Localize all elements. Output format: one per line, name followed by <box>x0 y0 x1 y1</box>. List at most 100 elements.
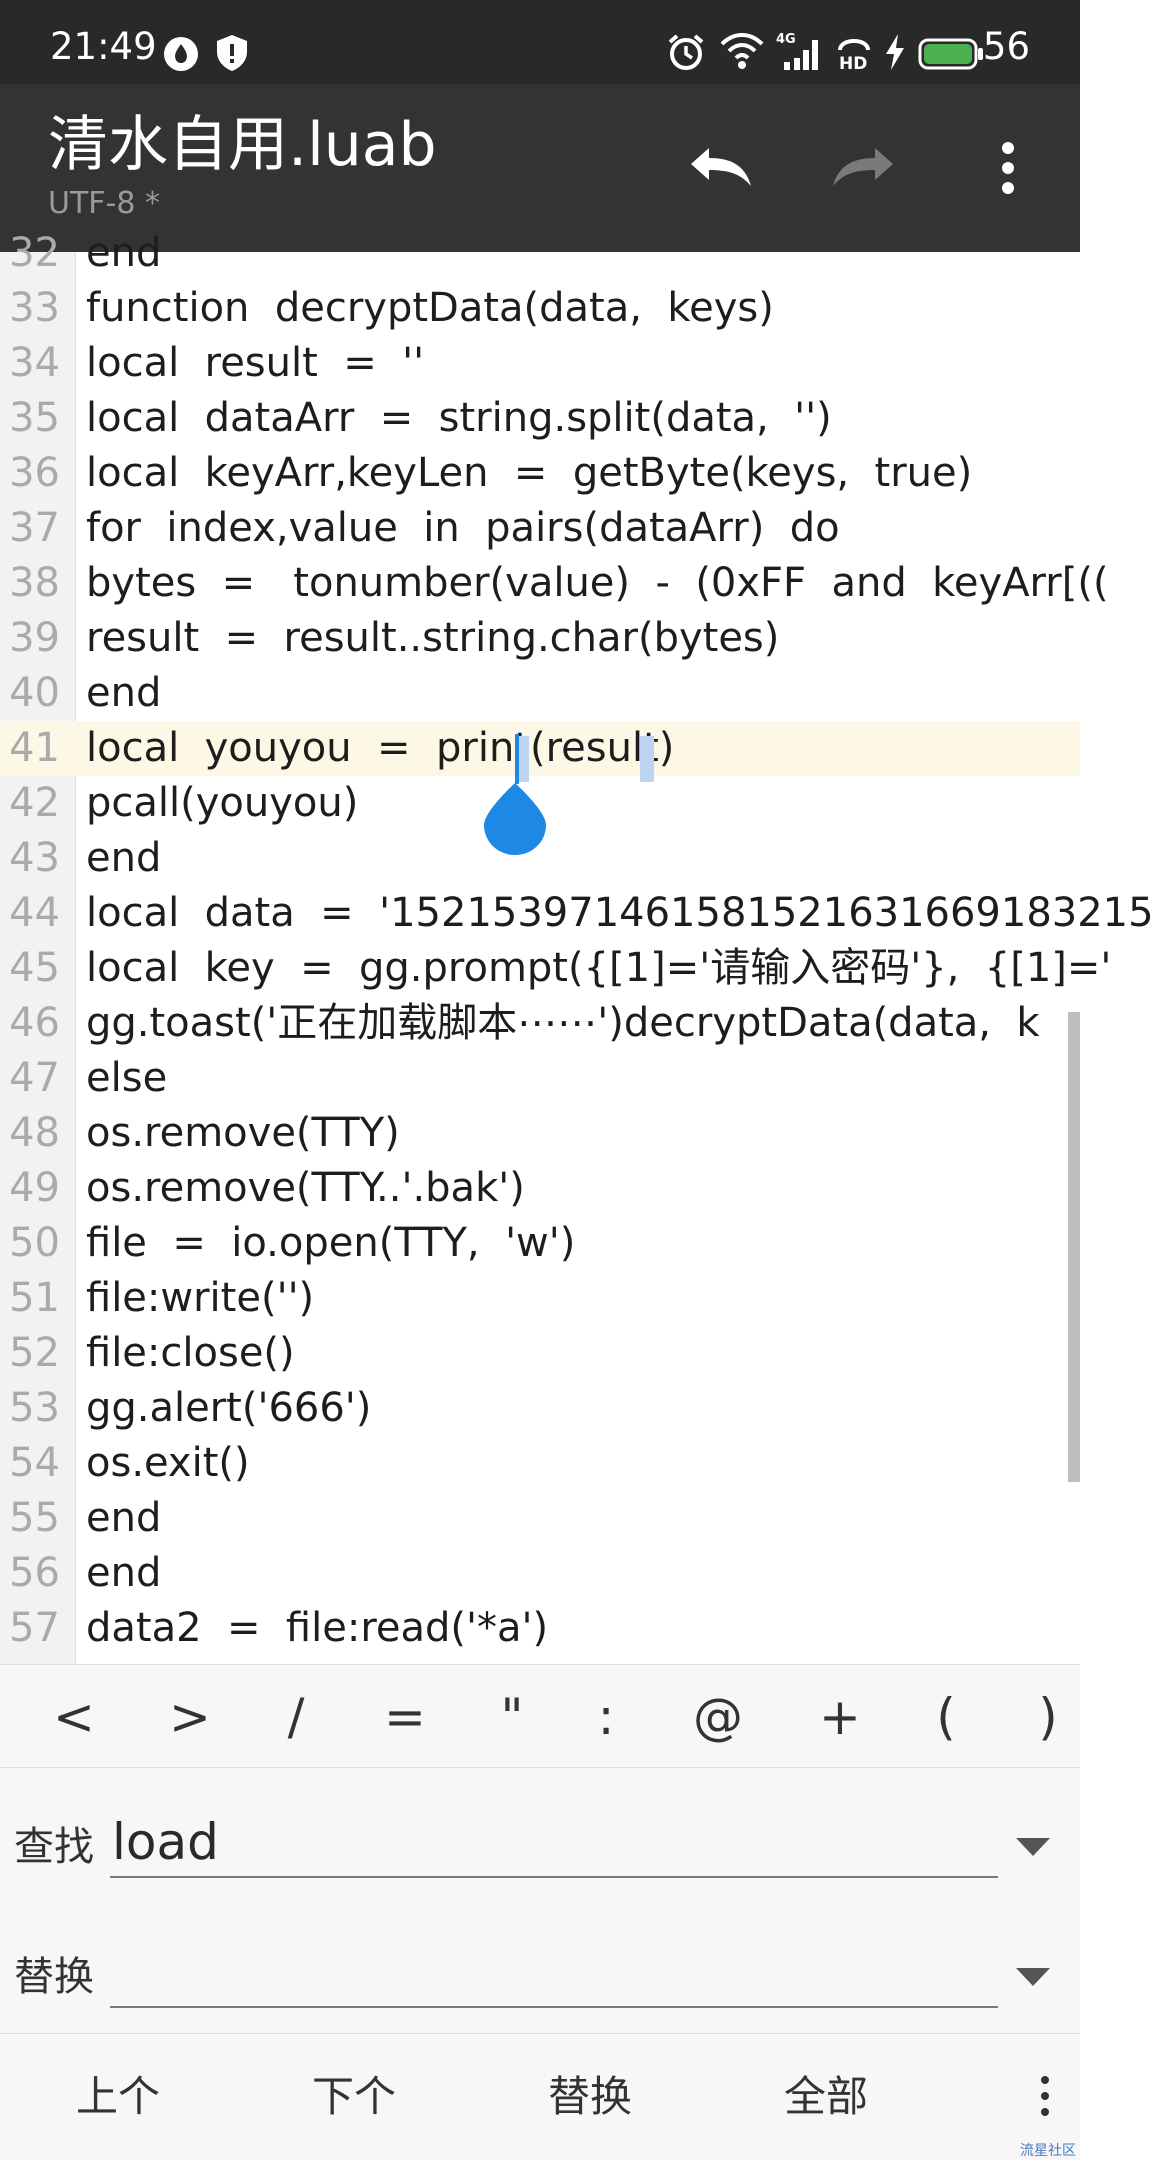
code-line[interactable]: 32 end <box>0 226 1080 281</box>
replace-all-button[interactable]: 全部 <box>783 2072 868 2121</box>
line-code: gg.toast('正在加载脚本⋯⋯')decryptData(data, k <box>86 1000 1040 1046</box>
more-actions-button[interactable] <box>1038 2074 1052 2122</box>
symbol-key[interactable]: = <box>384 1688 426 1746</box>
bracket-highlight-close <box>640 736 654 782</box>
code-line[interactable]: 37 for index,value in pairs(dataArr) do <box>0 501 1080 556</box>
line-number: 45 <box>9 945 60 991</box>
replace-input[interactable] <box>110 1942 998 2008</box>
line-number: 34 <box>9 340 60 386</box>
battery-level: 56 <box>982 25 1030 68</box>
symbol-key[interactable]: " <box>500 1688 524 1746</box>
redo-button[interactable] <box>820 124 908 212</box>
line-code: local result = '' <box>86 340 425 386</box>
line-number: 56 <box>9 1550 60 1596</box>
line-code: os.remove(TTY) <box>86 1110 400 1156</box>
svg-text:HD: HD <box>839 54 867 74</box>
line-code: bytes = tonumber(value) - (0xFF and keyA… <box>86 560 1109 606</box>
line-number: 49 <box>9 1165 60 1211</box>
line-number: 37 <box>9 505 60 551</box>
line-number: 39 <box>9 615 60 661</box>
symbol-key[interactable]: @ <box>693 1688 743 1746</box>
editor-toolbar: 清水自用.luab UTF-8 * <box>0 84 1080 252</box>
symbol-key[interactable]: : <box>597 1688 615 1746</box>
status-bar: 21:49 4G HD 56 <box>0 0 1080 84</box>
app-notification-icon <box>163 36 199 76</box>
line-number: 47 <box>9 1055 60 1101</box>
symbol-key[interactable]: ( <box>936 1688 956 1746</box>
line-code: function decryptData(data, keys) <box>86 285 774 331</box>
symbol-key[interactable]: > <box>169 1688 211 1746</box>
undo-icon <box>691 148 751 186</box>
code-line[interactable]: 57 data2 = file:read('*a') <box>0 1601 1080 1656</box>
line-code: data2 = file:read('*a') <box>86 1605 549 1651</box>
symbol-key[interactable]: / <box>287 1688 305 1746</box>
cursor-handle-icon <box>484 783 546 855</box>
line-number: 48 <box>9 1110 60 1156</box>
battery-icon <box>918 38 984 74</box>
line-code: gg.alert('666') <box>86 1385 372 1431</box>
text-cursor <box>515 734 519 784</box>
next-match-button[interactable]: 下个 <box>311 2072 396 2121</box>
line-number: 54 <box>9 1440 60 1486</box>
symbol-bar: < > / = ": @ + () <box>0 1664 1080 1768</box>
line-number: 55 <box>9 1495 60 1541</box>
code-line[interactable]: 49 os.remove(TTY..'.bak') <box>0 1161 1080 1216</box>
line-code: else <box>86 1055 168 1101</box>
code-line[interactable]: 48 os.remove(TTY) <box>0 1106 1080 1161</box>
more-vert-icon <box>1002 142 1014 194</box>
code-line[interactable]: 47 else <box>0 1051 1080 1106</box>
editor-scrollbar[interactable] <box>1068 1012 1080 1482</box>
line-code: os.remove(TTY..'.bak') <box>86 1165 525 1211</box>
line-code: end <box>86 230 162 276</box>
line-code: for index,value in pairs(dataArr) do <box>86 505 840 551</box>
symbol-key[interactable]: ) <box>1038 1688 1058 1746</box>
line-number: 33 <box>9 285 60 331</box>
code-line[interactable]: 34 local result = '' <box>0 336 1080 391</box>
find-label: 查找 <box>14 1824 94 1870</box>
symbol-key[interactable]: < <box>53 1688 95 1746</box>
line-number: 57 <box>9 1605 60 1651</box>
cursor-handle[interactable] <box>484 783 546 859</box>
replace-button[interactable]: 替换 <box>547 2072 632 2121</box>
code-line[interactable]: 46 gg.toast('正在加载脚本⋯⋯')decryptData(data, … <box>0 996 1080 1051</box>
symbol-key[interactable]: + <box>819 1688 861 1746</box>
find-history-dropdown[interactable] <box>1016 1838 1050 1858</box>
replace-history-dropdown[interactable] <box>1016 1968 1050 1988</box>
line-code: end <box>86 1550 162 1596</box>
previous-match-button[interactable]: 上个 <box>75 2072 160 2121</box>
line-number: 42 <box>9 780 60 826</box>
code-line[interactable]: 56 end <box>0 1546 1080 1601</box>
line-code: local data = '15215397146158152163166918… <box>86 890 1154 936</box>
find-input[interactable]: load <box>110 1812 998 1878</box>
line-number: 46 <box>9 1000 60 1046</box>
svg-text:4G: 4G <box>776 32 796 47</box>
code-line[interactable]: 33 function decryptData(data, keys) <box>0 281 1080 336</box>
line-code: end <box>86 670 162 716</box>
more-options-button[interactable] <box>964 124 1052 212</box>
line-code: local youyou = print(result) <box>86 725 675 771</box>
line-code: file = io.open(TTY, 'w') <box>86 1220 576 1266</box>
undo-button[interactable] <box>676 124 764 212</box>
search-action-bar: 上个 下个 替换 全部 流星社区 <box>0 2034 1080 2160</box>
find-replace-panel: 查找 load 替换 <box>0 1768 1080 2034</box>
line-code: file:write('') <box>86 1275 315 1321</box>
line-number: 32 <box>9 230 60 276</box>
dropdown-arrow-icon <box>1016 1968 1050 1986</box>
